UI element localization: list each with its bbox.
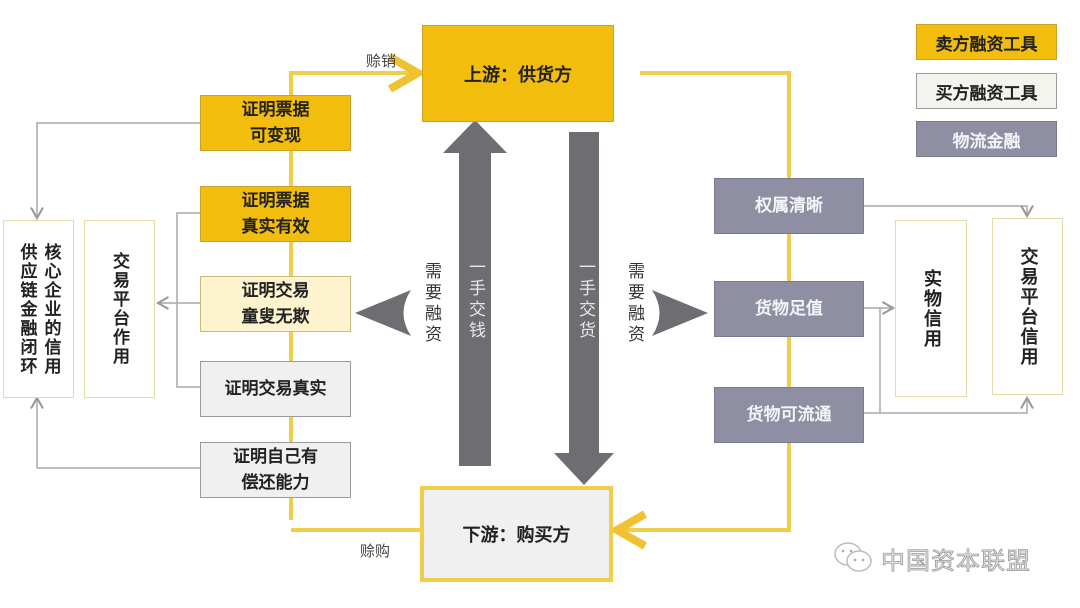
watermark: 中国资本联盟: [833, 540, 1031, 576]
sufficient-value-node: 货物足值: [714, 281, 864, 337]
sell-on-credit-label: 赊销: [366, 52, 397, 70]
trade-real-label: 证明交易真实: [224, 379, 327, 399]
buy-on-credit-label: 赊购: [360, 542, 391, 560]
core-credit-col1: 供应链金融闭环: [16, 242, 37, 376]
physical-credit-node: 实物信用: [895, 220, 967, 397]
right-connectors: [864, 204, 1034, 414]
legend-seller-label: 卖方融资工具: [935, 34, 1038, 55]
legend-seller-financing: 卖方融资工具: [916, 24, 1057, 60]
upstream-supplier-node: 上游：供货方: [422, 25, 614, 122]
physical-credit-label: 实物信用: [921, 268, 942, 349]
legend-buyer-financing: 买方融资工具: [916, 73, 1057, 109]
legend-logistics-finance: 物流金融: [916, 121, 1057, 157]
circulable-label: 货物可流通: [746, 405, 832, 425]
platform-role-node: 交易平台作用: [84, 220, 155, 398]
ownership-label: 权属清晰: [755, 196, 823, 216]
fair-trade-node: 证明交易 童叟无欺: [200, 276, 351, 332]
downstream-label: 下游：购买方: [462, 525, 571, 546]
bill-valid-node: 证明票据 真实有效: [200, 186, 351, 242]
platform-role-label: 交易平台作用: [109, 252, 129, 366]
trade-real-node: 证明交易真实: [200, 361, 351, 417]
repay-ability-node: 证明自己有 偿还能力: [200, 442, 351, 498]
upstream-label: 上游：供货方: [464, 64, 572, 86]
sufficient-value-label: 货物足值: [755, 299, 823, 319]
ownership-node: 权属清晰: [714, 178, 864, 234]
fair-trade-line1: 证明交易: [241, 281, 310, 301]
core-credit-node: 供应链金融闭环 核心企业的信用: [3, 220, 74, 398]
platform-credit-label: 交易平台信用: [1017, 246, 1039, 367]
need-finance-right-label: 需要融资: [624, 262, 644, 346]
bill-cashable-node: 证明票据 可变现: [200, 95, 351, 151]
bill-valid-line1: 证明票据: [241, 191, 310, 211]
circulable-node: 货物可流通: [714, 387, 864, 443]
bill-cashable-line2: 可变现: [250, 126, 301, 146]
platform-credit-node: 交易平台信用: [992, 218, 1063, 395]
repay-ability-line1: 证明自己有: [233, 447, 318, 467]
legend-buyer-label: 买方融资工具: [935, 83, 1038, 104]
repay-ability-line2: 偿还能力: [241, 473, 310, 493]
legend-logistics-label: 物流金融: [952, 131, 1021, 152]
left-connectors: [30, 122, 201, 469]
need-finance-right-chevron: [652, 290, 708, 336]
pay-money-arrow: [443, 120, 507, 466]
downstream-buyer-node: 下游：购买方: [420, 486, 613, 582]
core-credit-col2: 核心企业的信用: [40, 242, 61, 376]
pay-money-label: 一手交钱: [465, 258, 485, 342]
need-finance-left-label: 需要融资: [421, 262, 441, 346]
wechat-icon: [834, 542, 872, 572]
bill-valid-line2: 真实有效: [241, 217, 310, 237]
deliver-goods-label: 一手交货: [575, 258, 595, 342]
watermark-text: 中国资本联盟: [881, 546, 1031, 575]
fair-trade-line2: 童叟无欺: [241, 307, 310, 327]
need-finance-left-chevron: [355, 290, 411, 336]
bill-cashable-line1: 证明票据: [241, 100, 310, 120]
deliver-goods-arrow: [554, 132, 614, 485]
